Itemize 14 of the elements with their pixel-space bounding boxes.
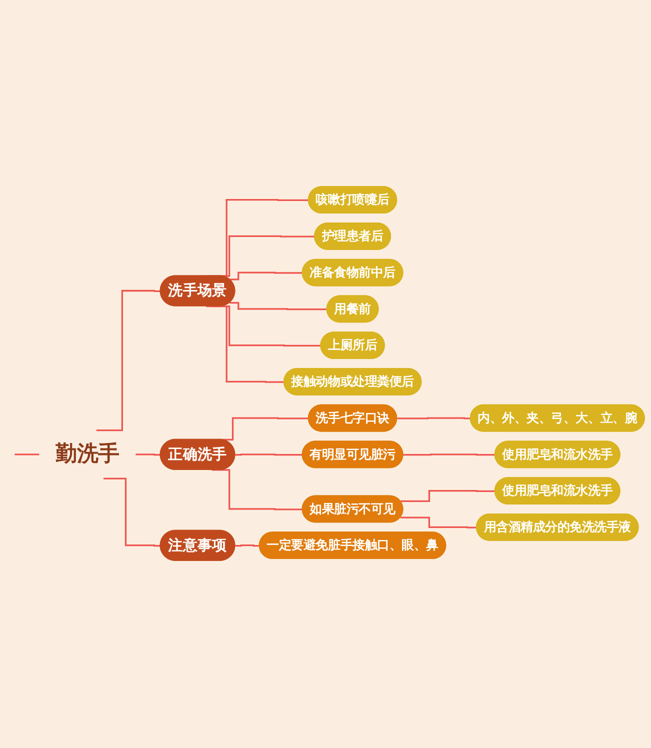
connector-line bbox=[136, 454, 161, 456]
connector-line bbox=[397, 418, 471, 420]
node-text: 勤洗手 bbox=[56, 442, 120, 467]
connector-line bbox=[230, 272, 303, 281]
connector-line bbox=[235, 545, 260, 548]
connector-line bbox=[104, 478, 161, 548]
connector-line bbox=[14, 454, 40, 456]
connector-line bbox=[400, 490, 496, 502]
connector-line bbox=[400, 517, 477, 529]
connector-line bbox=[230, 302, 328, 311]
connector-line bbox=[206, 306, 284, 384]
connector-line bbox=[403, 454, 496, 456]
connector-line bbox=[235, 454, 303, 456]
connector-line bbox=[96, 290, 161, 432]
